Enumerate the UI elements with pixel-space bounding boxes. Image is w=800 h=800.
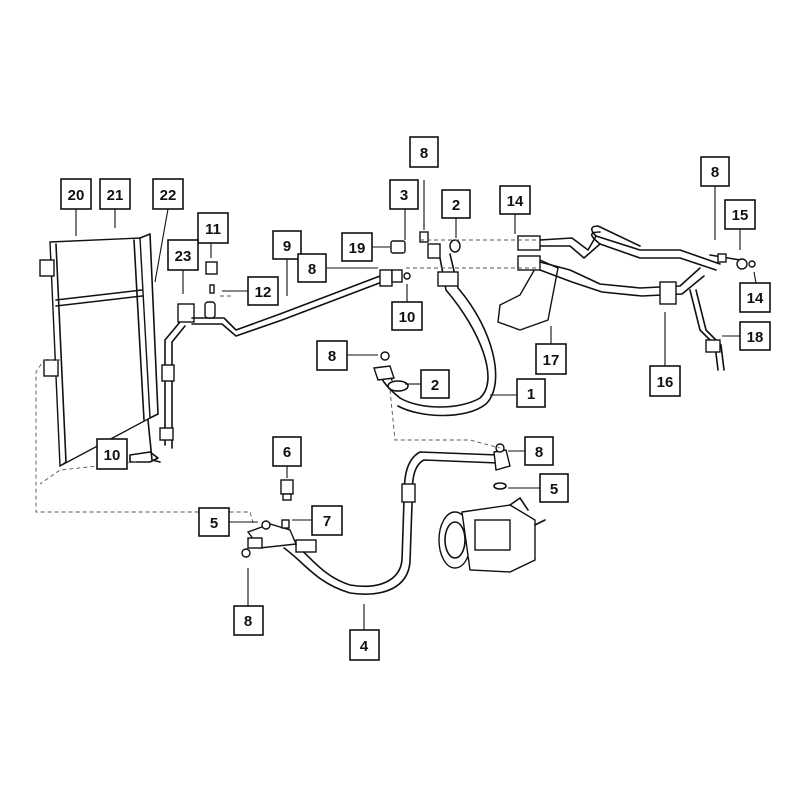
callout-19: 19 — [341, 232, 373, 262]
leader-lines — [75, 180, 757, 630]
callout-23: 23 — [167, 239, 199, 271]
svg-text:1: 1 — [527, 386, 535, 403]
svg-text:5: 5 — [550, 481, 558, 498]
svg-text:21: 21 — [107, 187, 124, 204]
svg-text:10: 10 — [104, 447, 121, 464]
callout-16: 16 — [649, 365, 681, 397]
callout-5-a: 5 — [539, 473, 569, 503]
callout-5-b: 5 — [198, 507, 230, 537]
callout-8-e: 8 — [524, 436, 554, 466]
svg-text:3: 3 — [400, 187, 408, 204]
svg-text:7: 7 — [323, 513, 331, 530]
svg-text:19: 19 — [349, 240, 366, 257]
condenser — [39, 233, 159, 468]
svg-text:8: 8 — [420, 145, 428, 162]
phantom-lines — [35, 239, 540, 527]
callout-14-b: 14 — [739, 282, 771, 313]
callout-12: 12 — [247, 276, 279, 306]
svg-text:16: 16 — [657, 374, 674, 391]
svg-text:8: 8 — [535, 444, 543, 461]
evaporator-lines-16 — [539, 225, 756, 371]
callout-3: 3 — [389, 179, 419, 210]
callout-17: 17 — [535, 343, 567, 375]
callout-15: 15 — [724, 199, 756, 230]
callout-14-a: 14 — [499, 185, 531, 215]
svg-text:2: 2 — [431, 377, 439, 394]
svg-text:14: 14 — [747, 290, 764, 307]
svg-text:5: 5 — [210, 515, 218, 532]
callout-8-d: 8 — [316, 340, 348, 371]
svg-text:6: 6 — [283, 444, 291, 461]
svg-text:8: 8 — [328, 348, 336, 365]
svg-text:14: 14 — [507, 193, 524, 210]
callout-2-b: 2 — [420, 369, 450, 399]
svg-text:23: 23 — [175, 248, 192, 265]
switch-assembly — [241, 479, 298, 558]
svg-text:10: 10 — [399, 309, 416, 326]
callout-8-a: 8 — [297, 253, 327, 283]
callout-8-c: 8 — [700, 156, 730, 187]
discharge-hose-4 — [283, 443, 511, 595]
o-ring-11 — [205, 261, 218, 275]
callout-11: 11 — [197, 212, 229, 244]
callout-8-b: 8 — [409, 136, 439, 168]
svg-text:8: 8 — [244, 613, 252, 630]
svg-text:2: 2 — [452, 197, 460, 214]
callout-22: 22 — [152, 178, 184, 210]
callout-10-a: 10 — [391, 301, 423, 331]
callout-6: 6 — [272, 436, 302, 467]
fitting-group — [390, 231, 461, 283]
svg-text:8: 8 — [711, 164, 719, 181]
callout-10-b: 10 — [96, 438, 128, 470]
svg-text:11: 11 — [205, 221, 221, 238]
svg-text:18: 18 — [747, 329, 764, 346]
svg-text:4: 4 — [360, 638, 369, 655]
o-ring-12 — [209, 284, 215, 294]
callout-20: 20 — [60, 178, 92, 210]
svg-text:22: 22 — [160, 187, 177, 204]
callout-9: 9 — [272, 230, 302, 260]
svg-text:12: 12 — [255, 284, 272, 301]
svg-text:20: 20 — [68, 187, 85, 204]
callout-4: 4 — [349, 629, 380, 661]
suction-hose-1 — [373, 253, 497, 417]
bracket-17 — [497, 235, 559, 331]
compressor — [438, 497, 546, 573]
callout-8-f: 8 — [233, 605, 264, 636]
svg-text:9: 9 — [283, 238, 291, 255]
svg-text:17: 17 — [543, 352, 560, 369]
svg-text:8: 8 — [308, 261, 316, 278]
callout-1: 1 — [516, 378, 546, 408]
liquid-line — [129, 303, 195, 463]
callout-21: 21 — [99, 178, 131, 210]
callout-7: 7 — [311, 505, 343, 536]
line-9 — [191, 269, 393, 337]
callout-18: 18 — [739, 321, 771, 351]
svg-text:15: 15 — [732, 207, 749, 224]
callout-2-a: 2 — [441, 189, 471, 219]
